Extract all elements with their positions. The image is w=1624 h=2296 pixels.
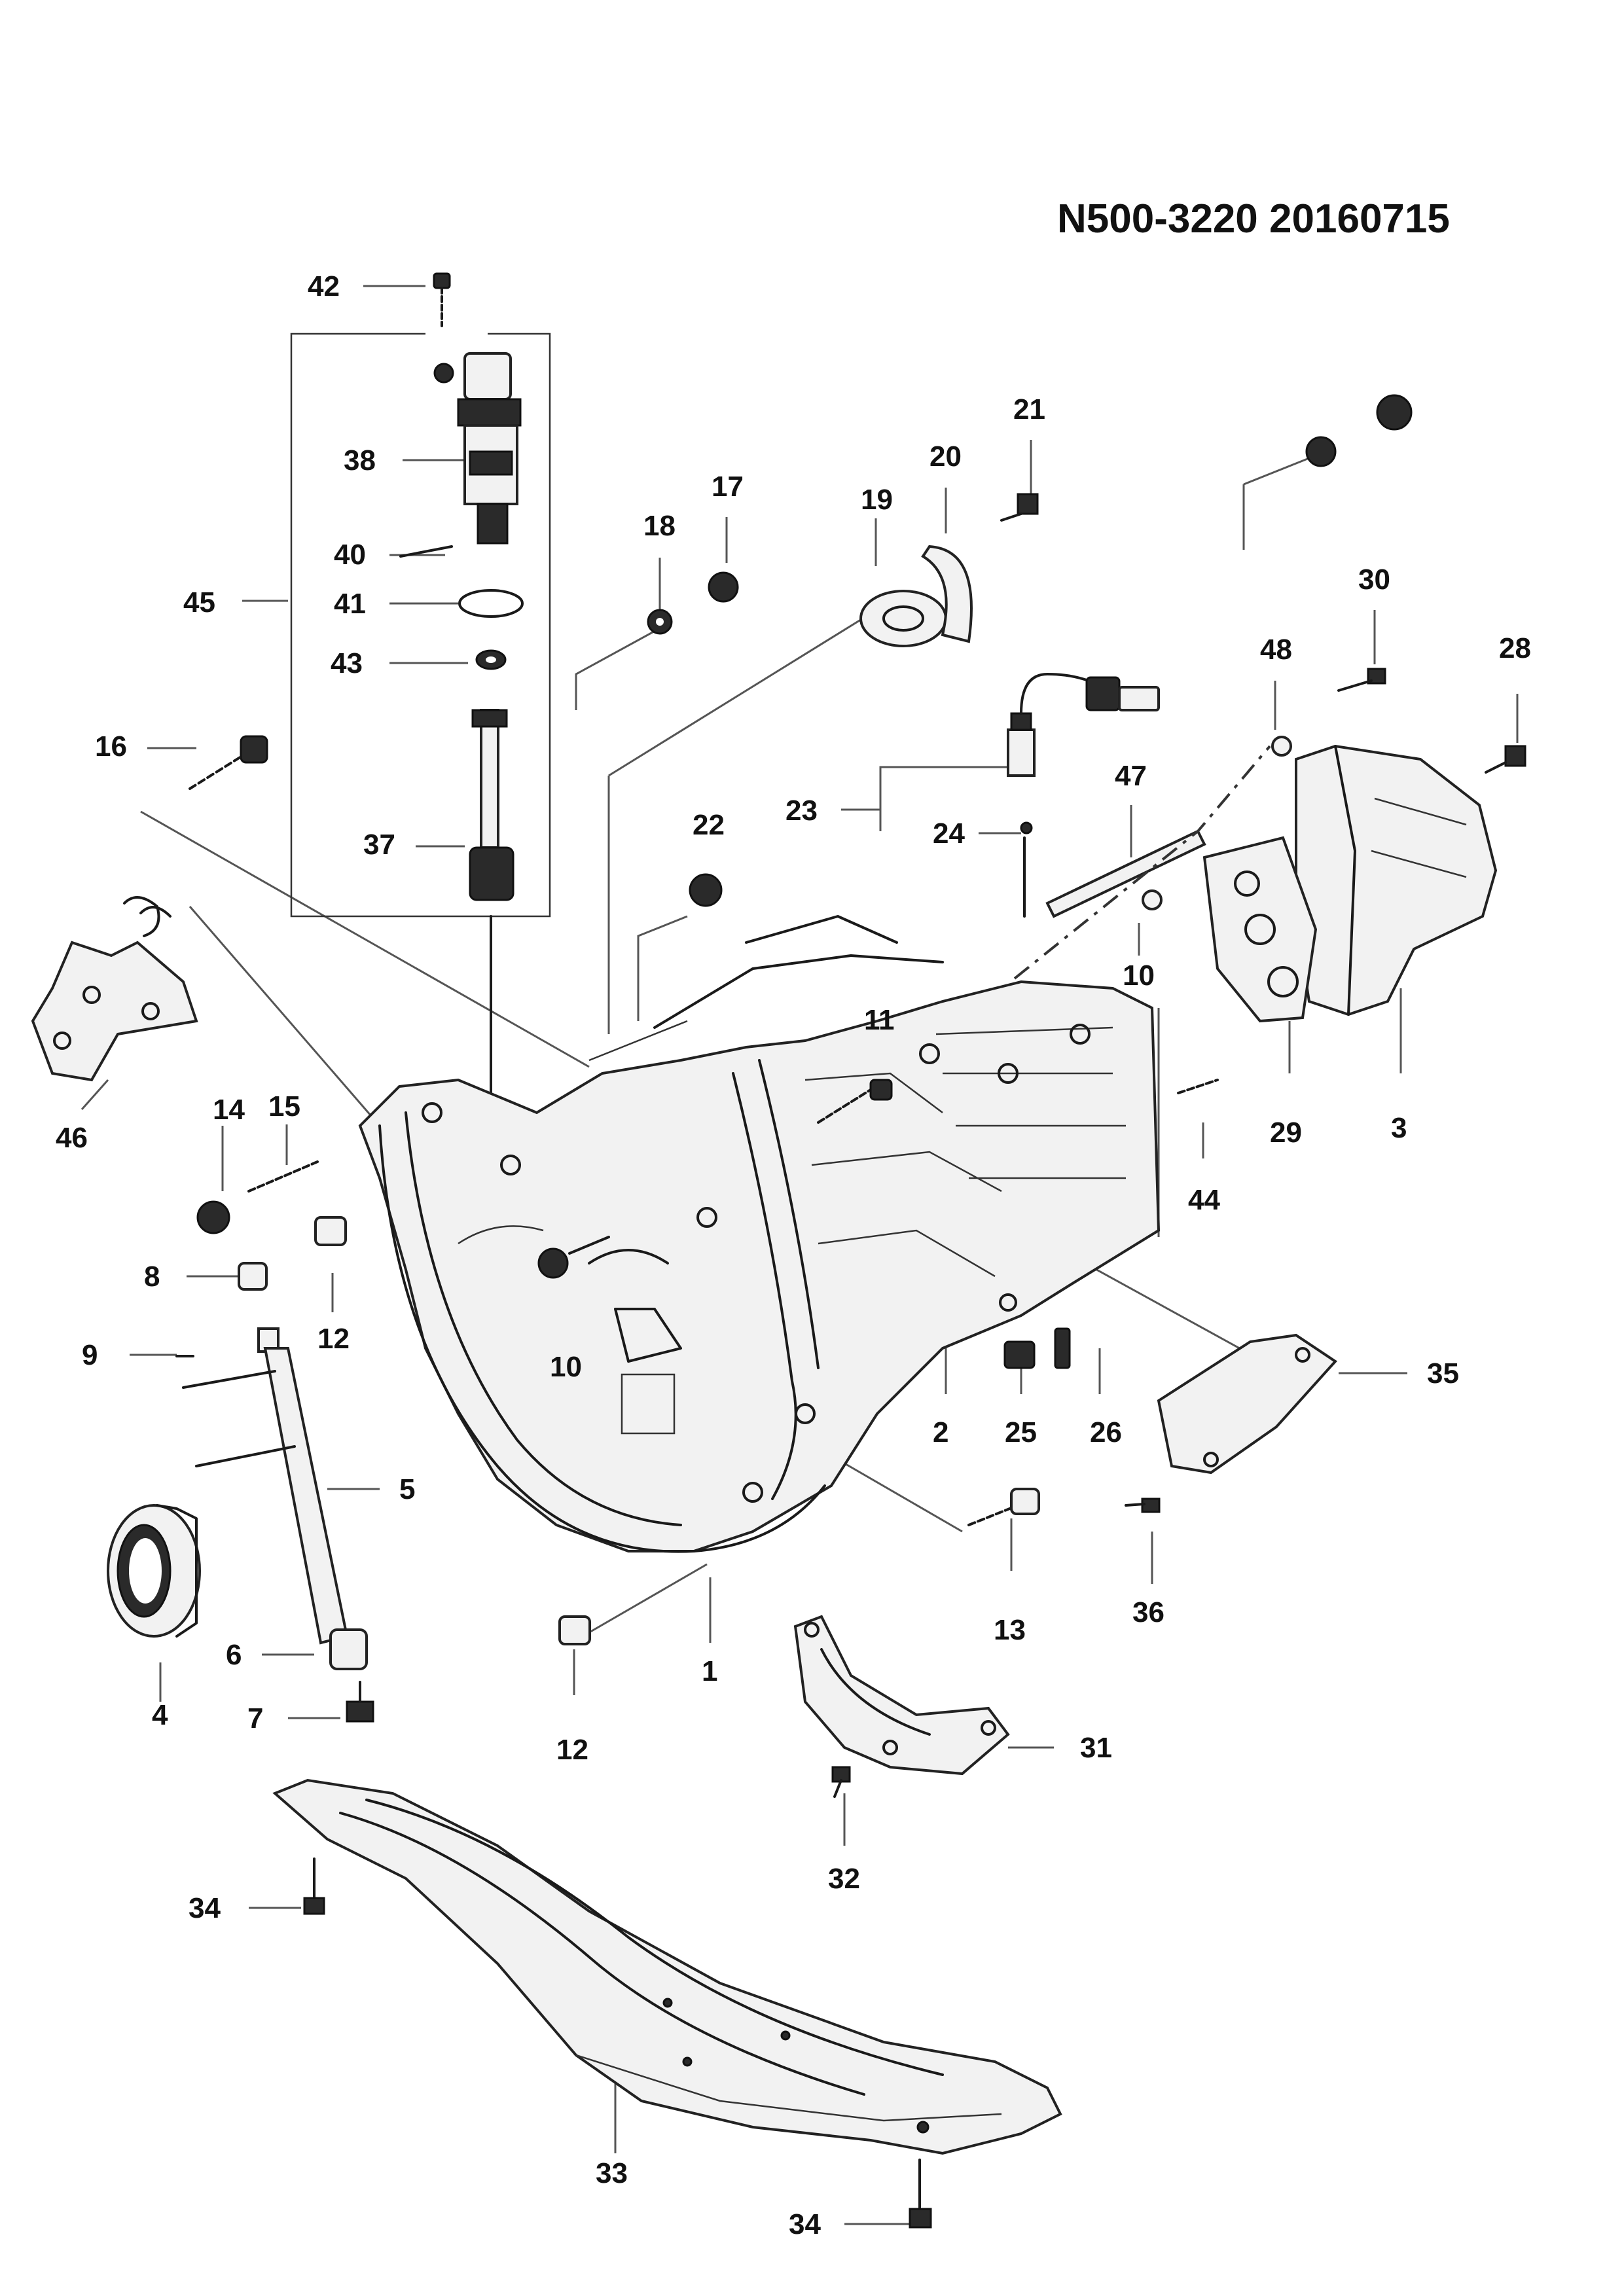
callout: 4 [152, 1699, 168, 1731]
release-bearing-4 [107, 1504, 201, 1638]
callout: 9 [82, 1339, 98, 1371]
callout: 37 [363, 829, 395, 861]
callout: 15 [268, 1090, 300, 1122]
callout: 24 [933, 817, 965, 850]
washer-43 [475, 649, 507, 670]
callout: 16 [95, 730, 127, 762]
callout: 25 [1005, 1416, 1037, 1448]
nut-22 [689, 873, 723, 907]
callout: 26 [1090, 1416, 1122, 1448]
callout: 5 [399, 1473, 415, 1505]
harness-47 [1013, 736, 1292, 980]
bolt-34-bottom [909, 2159, 932, 2229]
stud-15 [247, 1160, 319, 1193]
callout: 46 [56, 1122, 88, 1154]
callout: 23 [785, 795, 818, 827]
callout: 10 [1123, 960, 1155, 992]
callout: 43 [331, 647, 363, 679]
callout: 44 [1188, 1184, 1220, 1216]
callout: 32 [828, 1863, 860, 1895]
plug-25 [1003, 1340, 1036, 1369]
bolt-16 [189, 735, 268, 790]
callout: 1 [702, 1655, 717, 1687]
pin-26 [1054, 1327, 1071, 1369]
callout: 11 [864, 1004, 895, 1036]
callout: 7 [247, 1702, 263, 1734]
callout: 34 [789, 2208, 821, 2240]
cover-20 [921, 545, 973, 643]
fork-assembly-5 [182, 1262, 374, 1723]
callout: 18 [643, 510, 676, 542]
callout: 8 [144, 1261, 160, 1293]
callout: 36 [1132, 1596, 1164, 1628]
cover-plate-35 [1157, 1333, 1338, 1475]
bracket-31 [793, 1615, 1010, 1776]
clip-24 [1020, 821, 1033, 918]
nut-14 [196, 1200, 230, 1234]
nut-pair-top-right [1305, 394, 1413, 467]
bolt-34-top [303, 1857, 325, 1915]
bushing-12-top [314, 1216, 347, 1246]
callout: 3 [1391, 1112, 1407, 1144]
callout: 10 [550, 1351, 582, 1383]
o-ring-41 [458, 589, 524, 618]
bushing-12-lower [558, 1615, 591, 1645]
callout: 12 [317, 1323, 350, 1355]
callout: 30 [1358, 564, 1390, 596]
nut-10-lower [537, 1236, 610, 1279]
bolt-44 [1177, 1079, 1219, 1094]
pin-40 [399, 545, 453, 558]
callout: 29 [1270, 1117, 1302, 1149]
callout: 38 [344, 444, 376, 476]
callout: 31 [1080, 1732, 1112, 1764]
rear-housing-3 [1295, 744, 1498, 1016]
bolt-30 [1337, 668, 1386, 692]
callout: 48 [1260, 634, 1292, 666]
seal-19 [859, 590, 947, 647]
bolt-36 [1125, 1498, 1161, 1513]
callout: 20 [929, 440, 962, 473]
callout-labels: 42 38 40 41 45 43 16 37 18 17 19 20 21 3… [56, 270, 1531, 2240]
bolt-32 [831, 1766, 851, 1798]
bolt-11 [817, 1079, 893, 1124]
callout: 21 [1013, 393, 1045, 425]
callout: 6 [226, 1639, 242, 1671]
callout: 35 [1427, 1357, 1459, 1390]
callout: 12 [556, 1734, 588, 1766]
callout: 45 [183, 586, 215, 619]
callout: 33 [596, 2157, 628, 2189]
callout: 47 [1115, 760, 1147, 792]
callout: 2 [933, 1416, 948, 1448]
callout: 34 [189, 1892, 221, 1924]
bolt-28 [1485, 745, 1526, 774]
callout: 13 [994, 1614, 1026, 1646]
drive-gear-37 [469, 709, 514, 1140]
nut-18 [647, 609, 673, 635]
bolt-21 [1000, 493, 1039, 522]
bracket-46 [31, 896, 198, 1082]
leader-lines [81, 285, 1519, 2225]
crossmember-33 [272, 1778, 1062, 2155]
kit-frame-45 [290, 332, 551, 918]
document-code: N500-3220 20160715 [1057, 196, 1450, 242]
callout: 40 [334, 539, 366, 571]
bolt-42 [433, 272, 451, 327]
sensor-38 [433, 352, 522, 545]
callout: 19 [861, 484, 893, 516]
transmission-case-1 [358, 915, 1161, 1553]
sensor-23 [1007, 673, 1160, 777]
nut-17 [708, 571, 739, 603]
callout: 42 [308, 270, 340, 302]
callout: 28 [1499, 632, 1531, 664]
callout: 14 [213, 1094, 245, 1126]
callout: 41 [334, 588, 366, 620]
gasket-29 [1202, 836, 1318, 1023]
callout: 17 [712, 471, 744, 503]
callout: 22 [693, 809, 725, 841]
bolt-13 [967, 1488, 1040, 1526]
